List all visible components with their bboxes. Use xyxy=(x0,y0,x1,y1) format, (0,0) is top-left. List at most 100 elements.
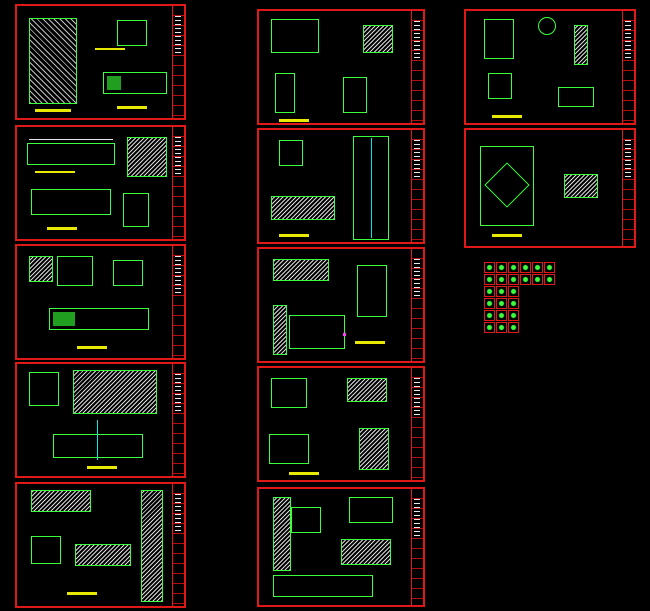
center-line xyxy=(371,138,372,238)
title-block xyxy=(172,364,184,476)
column-hatch xyxy=(127,137,167,177)
elevation-frame xyxy=(49,308,149,330)
title-block xyxy=(172,246,184,358)
drawing-caption xyxy=(35,109,71,112)
drawing-sheet-middle-5[interactable] xyxy=(257,487,425,607)
title-block xyxy=(172,484,184,606)
section-hatch xyxy=(363,25,393,53)
column-hatch xyxy=(141,490,163,602)
symbol-legend-icon xyxy=(496,310,507,321)
annotation-line xyxy=(35,171,75,173)
detail-frame xyxy=(484,19,514,59)
detail-frame xyxy=(271,19,319,53)
drawing-sheet-left-4[interactable] xyxy=(15,362,186,478)
symbol-legend-icon xyxy=(496,286,507,297)
detail-frame xyxy=(289,315,345,349)
symbol-legend-icon xyxy=(484,262,495,273)
detail-frame xyxy=(343,77,367,113)
section-hatch xyxy=(273,259,329,281)
drawing-caption xyxy=(289,472,319,475)
section-line xyxy=(29,139,113,140)
drawing-sheet-left-2[interactable] xyxy=(15,125,186,241)
drawing-sheet-middle-3[interactable] xyxy=(257,247,425,363)
detail-frame xyxy=(558,87,594,107)
detail-frame xyxy=(349,497,393,523)
detail-frame xyxy=(57,256,93,286)
symbol-legend-icon xyxy=(484,298,495,309)
section-hatch xyxy=(347,378,387,402)
title-block xyxy=(411,130,423,242)
ceiling-pattern xyxy=(29,18,77,104)
drawing-sheet-left-1[interactable] xyxy=(15,4,186,120)
symbol-legend-icon xyxy=(508,322,519,333)
title-block xyxy=(622,11,634,123)
symbol-legend-icon xyxy=(544,262,555,273)
detail-frame xyxy=(269,434,309,464)
drawing-sheet-right-1[interactable] xyxy=(464,9,636,125)
section-hatch xyxy=(75,544,131,566)
symbol-legend-icon xyxy=(508,310,519,321)
fill-block xyxy=(107,76,121,90)
elevation-frame xyxy=(27,143,115,165)
section-hatch xyxy=(341,539,391,565)
magenta-marker xyxy=(343,333,346,336)
drawing-sheet-left-3[interactable] xyxy=(15,244,186,360)
title-block xyxy=(411,368,423,480)
symbol-legend-icon xyxy=(484,286,495,297)
section-hatch xyxy=(564,174,598,198)
title-block xyxy=(622,130,634,246)
symbol-legend-icon xyxy=(496,262,507,273)
elevation-frame xyxy=(31,189,111,215)
drawing-caption xyxy=(492,115,522,118)
drawing-caption xyxy=(279,234,309,237)
title-block xyxy=(411,489,423,605)
section-hatch xyxy=(574,25,588,65)
elevation-frame xyxy=(353,136,389,240)
drawing-sheet-left-5[interactable] xyxy=(15,482,186,608)
elevation-frame xyxy=(273,575,373,597)
symbol-legend-icon xyxy=(532,262,543,273)
center-line xyxy=(97,420,98,460)
section-hatch xyxy=(359,428,389,470)
detail-frame xyxy=(271,378,307,408)
title-block xyxy=(411,249,423,361)
symbol-legend-icon xyxy=(520,262,531,273)
drawing-caption xyxy=(355,341,385,344)
drawing-sheet-middle-4[interactable] xyxy=(257,366,425,482)
door-elevation xyxy=(480,146,534,226)
detail-frame xyxy=(117,20,147,46)
detail-frame xyxy=(279,140,303,166)
drawing-caption xyxy=(47,227,77,230)
detail-frame xyxy=(488,73,512,99)
symbol-legend-icon xyxy=(520,274,531,285)
symbol-legend-icon xyxy=(496,322,507,333)
drawing-caption xyxy=(279,119,309,122)
detail-frame xyxy=(123,193,149,227)
wall-hatch xyxy=(73,370,157,414)
annotation-line xyxy=(95,48,125,50)
fill-block xyxy=(53,312,75,326)
symbol-legend-icon xyxy=(508,286,519,297)
section-hatch xyxy=(31,490,91,512)
symbol-legend-icon xyxy=(532,274,543,285)
drawing-caption xyxy=(67,592,97,595)
section-frame xyxy=(53,434,143,458)
symbol-legend-icon xyxy=(508,274,519,285)
drawing-sheet-middle-1[interactable] xyxy=(257,9,425,125)
title-block xyxy=(172,6,184,118)
drawing-caption xyxy=(77,346,107,349)
symbol-legend-icon xyxy=(496,298,507,309)
drawing-sheet-right-2[interactable] xyxy=(464,128,636,248)
drawing-sheet-middle-2[interactable] xyxy=(257,128,425,244)
symbol-legend[interactable] xyxy=(484,262,556,340)
symbol-legend-icon xyxy=(484,274,495,285)
section-frame xyxy=(103,72,167,94)
circle-detail xyxy=(538,17,556,35)
drawing-caption xyxy=(492,234,522,237)
symbol-legend-icon xyxy=(508,298,519,309)
title-block xyxy=(411,11,423,123)
drawing-caption xyxy=(117,106,147,109)
detail-frame xyxy=(29,372,59,406)
symbol-legend-icon xyxy=(484,310,495,321)
